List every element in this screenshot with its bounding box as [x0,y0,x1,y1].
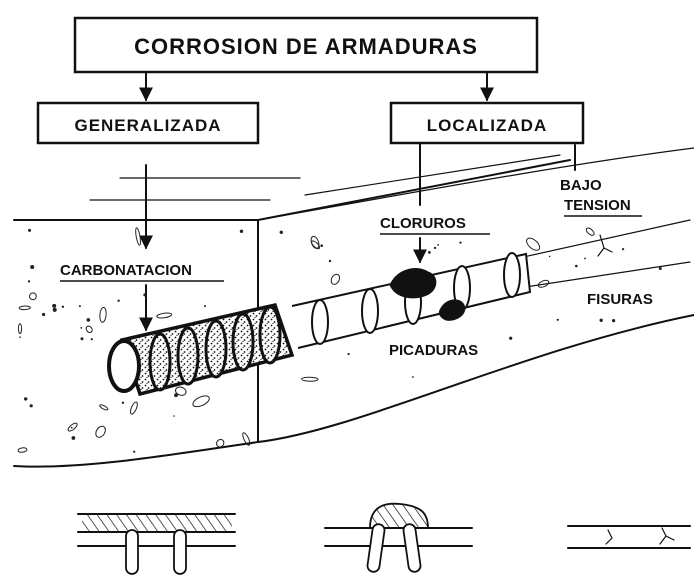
detail-chlorides [324,502,473,573]
rebar-end [107,339,141,393]
aggregate-speck [80,337,84,341]
aggregate-speck [129,401,138,415]
aggregate-speck [433,246,437,250]
aggregate-speck [90,338,93,341]
pit-small [438,299,466,321]
aggregate-speck [99,404,109,411]
aggregate-speck [135,227,142,246]
aggregate-speck [19,336,21,338]
aggregate-speck [216,438,225,448]
aggregate-speck [121,401,125,404]
aggregate-speck [412,376,414,378]
aggregate-speck [29,404,33,408]
diagram-arrows [139,142,613,332]
aggregate-speck [437,244,439,246]
under-tension-label-line2: TENSION [564,197,631,214]
aggregate-speck [320,244,324,247]
aggregate-speck [509,336,513,340]
aggregate-speck [30,265,35,269]
title-connectors [139,71,494,102]
aggregate-speck [80,327,83,329]
aggregate-speck [537,279,550,288]
detail-carbonation [77,513,236,575]
aggregate-speck [67,422,78,432]
aggregate-speck [95,425,106,438]
aggregate-speck [658,267,662,270]
rebar-clean [291,252,532,349]
diagram-title: CORROSION DE ARMADURAS [134,34,478,59]
aggregate-speck [459,241,462,244]
aggregate-speck [192,395,210,408]
aggregate-speck [28,292,37,301]
aggregate-speck [173,415,175,417]
detail-tension-cracks [567,525,691,549]
aggregate-speck [548,255,551,258]
aggregate-speck [52,307,57,312]
aggregate-speck [330,273,341,285]
aggregate-speck [204,305,206,308]
aggregate-speck [99,306,107,323]
concrete-texture [17,227,662,453]
aggregate-speck [428,251,431,254]
aggregate-speck [18,305,31,311]
localized-label: LOCALIZADA [427,116,547,135]
aggregate-speck [279,230,283,234]
label-under-tension-group: BAJO TENSION [556,172,648,217]
aggregate-speck [242,432,251,446]
aggregate-speck [584,257,586,260]
aggregate-speck [311,240,321,250]
generalized-box: GENERALIZADA [36,101,260,145]
aggregate-speck [585,227,595,236]
label-pitting-group: PICADURAS [386,338,494,360]
label-carbonation-group: CARBONATACION [57,257,227,282]
aggregate-speck [17,447,28,453]
pitting-label: PICADURAS [389,342,478,359]
aggregate-speck [526,237,541,251]
aggregate-speck [78,305,81,308]
aggregate-speck [42,312,46,317]
aggregate-speck [175,386,187,396]
aggregate-speck [24,397,28,401]
concrete-block [13,144,694,468]
aggregate-speck [239,229,244,233]
aggregate-speck [70,426,73,429]
aggregate-speck [27,280,31,283]
aggregate-speck [556,318,559,321]
pit-large [389,268,437,299]
chlorides-label: CLORUROS [380,215,466,232]
aggregate-speck [622,248,625,251]
aggregate-speck [575,264,578,268]
rebar-carbonated [107,302,295,397]
aggregate-speck [133,450,136,453]
cracks-label: FISURAS [587,291,653,308]
aggregate-speck [599,318,603,322]
aggregate-speck [174,393,178,398]
aggregate-speck [52,303,57,308]
localized-box: LOCALIZADA [389,101,585,145]
aggregate-speck [85,325,93,333]
aggregate-speck [612,319,616,323]
aggregate-speck [71,436,76,440]
aggregate-speck [156,312,173,319]
aggregate-speck [17,323,23,334]
carbonation-label: CARBONATACION [60,262,192,279]
aggregate-speck [117,299,120,302]
label-cracks-group: FISURAS [584,288,666,308]
aggregate-speck [301,376,319,382]
under-tension-label-line1: BAJO [560,177,602,194]
aggregate-speck [347,352,350,356]
aggregate-speck [328,259,332,263]
generalized-label: GENERALIZADA [74,116,221,135]
aggregate-speck [143,293,147,297]
title-box: CORROSION DE ARMADURAS [73,16,539,74]
aggregate-speck [28,228,31,232]
aggregate-speck [86,318,91,322]
label-chlorides-group: CLORUROS [378,210,494,235]
aggregate-speck [61,305,65,308]
